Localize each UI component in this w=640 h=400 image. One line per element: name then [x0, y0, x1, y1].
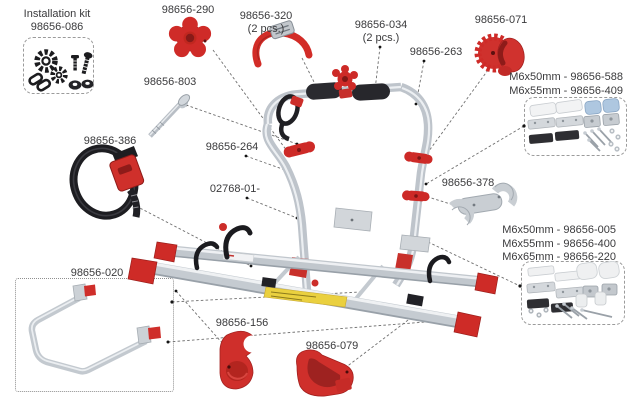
part-label-98656-156: 98656-156: [215, 317, 269, 329]
foam-pads-on-rack: [306, 82, 390, 101]
strap-loop-98656-386: [69, 144, 145, 220]
part-label-98656-079: 98656-079: [305, 340, 359, 352]
knob-star-98656-290: [168, 16, 212, 58]
support-frame-box: [15, 278, 174, 392]
part-label-98656-264: 98656-264: [205, 141, 259, 153]
part-label-98656-386: 98656-386: [83, 135, 137, 147]
gear-icon: [34, 49, 68, 84]
part-label-98656-378: 98656-378: [441, 177, 495, 189]
tube-clamps-red: [283, 141, 433, 202]
hardware-kit-top-line-1: M6x50mm - 98656-588: [509, 71, 623, 83]
installation-kit-box: [23, 37, 94, 94]
part-label-98656-071: 98656-071: [474, 14, 528, 26]
hardware-kit-top-label: M6x50mm - 98656-588 M6x55mm - 98656-409: [509, 71, 623, 98]
bolt-98656-803: [148, 94, 191, 138]
lower-rail: [127, 257, 482, 338]
hardware-kit-top-line-2: M6x55mm - 98656-409: [509, 84, 623, 97]
part-label-02768-01: 02768-01-: [209, 183, 261, 195]
nut-icon: [68, 79, 94, 90]
part-qty-98656-320: (2 pcs.): [247, 23, 285, 35]
top-knob-on-rack: [332, 65, 358, 99]
part-qty-98656-034: (2 pcs.): [362, 32, 400, 44]
rail-knob-red-2: [311, 279, 319, 287]
hardware-kit-bottom-line-1: M6x50mm - 98656-005: [502, 224, 616, 236]
installation-kit-icons: [28, 49, 94, 92]
warning-sticker: [263, 286, 348, 308]
part-label-98656-020: 98656-020: [70, 267, 124, 279]
hardware-kit-bottom-contents: [526, 260, 620, 320]
clip-98656-079: [296, 349, 354, 397]
chain-link-icon: [28, 72, 52, 92]
handle-strap: [276, 94, 304, 142]
part-label-98656-034: 98656-034: [354, 19, 408, 31]
screw-icon: [71, 52, 93, 75]
upper-rail: [153, 241, 499, 295]
hardware-kit-top-contents: [527, 98, 621, 152]
leader-lines: [135, 46, 525, 372]
rail-clamp-black-2: [261, 277, 277, 288]
bracket-98656-378: [449, 182, 518, 226]
clip-98656-156: [219, 330, 261, 390]
rail-knob-red: [219, 223, 227, 231]
hardware-kit-bottom-line-3: M6x65mm - 98656-220: [502, 251, 616, 263]
installation-kit-part-no: 98656-086: [30, 21, 84, 33]
part-label-98656-803: 98656-803: [143, 76, 197, 88]
support-frame-98656-020: [28, 283, 161, 375]
strap-98656-320: [252, 20, 313, 68]
rail-clamp-black: [406, 293, 424, 307]
installation-kit-title: Installation kit: [23, 8, 91, 20]
hardware-kit-box-bottom: [521, 261, 625, 325]
knob-ratchet-98656-071: [474, 33, 525, 76]
part-label-98656-290: 98656-290: [161, 4, 215, 16]
rail-hooks: [193, 225, 452, 284]
hardware-kit-bottom-label: M6x50mm - 98656-005 M6x55mm - 98656-400 …: [502, 224, 616, 265]
bike-rack-assembly: [127, 65, 499, 338]
part-label-98656-320: 98656-320: [239, 10, 293, 22]
hardware-kit-bottom-line-2: M6x55mm - 98656-400: [502, 237, 616, 250]
part-label-98656-263: 98656-263: [409, 46, 463, 58]
